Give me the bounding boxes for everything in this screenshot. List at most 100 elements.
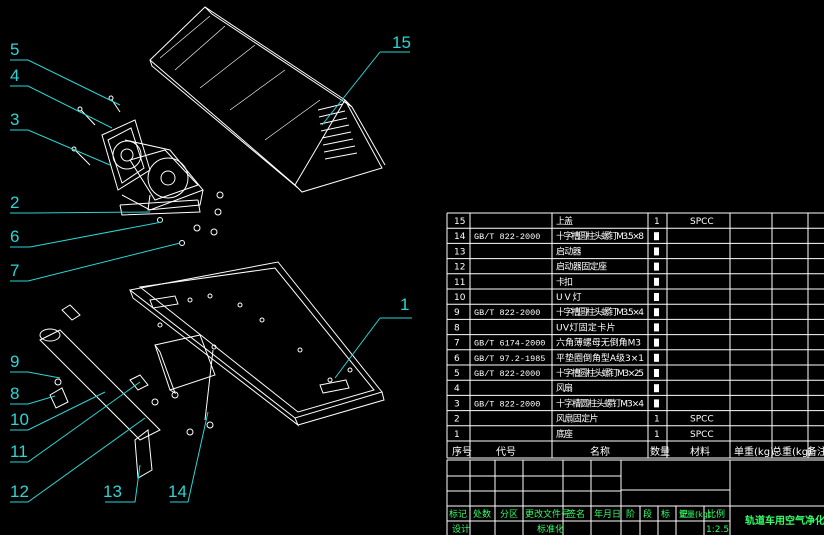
bom-cell-no: 11 bbox=[454, 278, 465, 288]
callout-5: 5 bbox=[10, 40, 19, 59]
bom-qty-marker bbox=[654, 232, 659, 241]
bom-cell-no: 4 bbox=[454, 384, 460, 394]
starter-and-uv-lamp bbox=[39, 304, 217, 479]
bom-cell-name: 十字槽圆柱头螺钉M3.5×8 bbox=[556, 230, 644, 242]
bom-row: 7 GB/T 6174-2000 六角薄螺母无倒角M3 bbox=[454, 337, 659, 349]
bom-cell-no: 15 bbox=[454, 217, 465, 227]
bom-cell-no: 10 bbox=[454, 293, 466, 303]
bom-cell-qty: 1 bbox=[654, 415, 660, 425]
callout-15: 15 bbox=[392, 33, 411, 52]
bom-cell-no: 1 bbox=[454, 430, 460, 440]
bom-cell-no: 2 bbox=[454, 415, 460, 425]
bom-header-material: 材料 bbox=[690, 445, 710, 458]
bom-cell-no: 5 bbox=[454, 369, 460, 379]
bom-cell-name: 平垫圈倒角型A级3×1 bbox=[556, 352, 644, 364]
bom-header-total-mass: 总重(kg) bbox=[772, 445, 812, 458]
bom-cell-name: 上盖 bbox=[556, 215, 573, 227]
bom-cell-name: 十字槽圆柱头螺钉M3×25 bbox=[556, 367, 644, 379]
title-block-stage: 阶 段 标 记 重量(kg) 比例 1:2.5 bbox=[626, 508, 729, 535]
bom-cell-name: 风扇固定片 bbox=[556, 413, 599, 425]
bom-row: 8 UV灯固定卡片 bbox=[454, 321, 659, 333]
callout-2: 2 bbox=[10, 193, 19, 212]
tb-mark: 标记 bbox=[449, 508, 467, 520]
title-block-row1: 标记 处数 分区 更改文件号 签名 年月日 bbox=[449, 508, 621, 520]
bom-qty-marker bbox=[654, 338, 659, 347]
bom-qty-marker bbox=[654, 277, 659, 286]
bom-row: 14 GB/T 822-2000 十字槽圆柱头螺钉M3.5×8 bbox=[454, 230, 659, 242]
bom-qty-marker bbox=[654, 293, 659, 301]
drawing-title: 轨道车用空气净化器 bbox=[745, 514, 824, 527]
callout-1: 1 bbox=[400, 295, 409, 314]
bom-cell-name: 启动器固定座 bbox=[556, 261, 607, 273]
bom-cell-no: 7 bbox=[454, 339, 460, 349]
tb-mass: 重量(kg) bbox=[679, 509, 711, 519]
callout-leaders bbox=[10, 51, 412, 503]
bom-cell-material: SPCC bbox=[690, 415, 714, 425]
bom-row: 5 GB/T 822-2000 十字槽圆柱头螺钉M3×25 bbox=[454, 367, 659, 379]
title-block-row2: 设计 标准化 bbox=[452, 523, 564, 535]
bom-cell-code: GB/T 822-2000 bbox=[474, 399, 540, 409]
callout-10: 10 bbox=[10, 410, 29, 429]
bom-row: 6 GB/T 97.2-1985 平垫圈倒角型A级3×1 bbox=[454, 352, 659, 364]
tb-signature: 签名 bbox=[567, 508, 585, 520]
bom-qty-marker bbox=[654, 369, 659, 377]
tb-change-doc: 更改文件号 bbox=[525, 508, 570, 520]
callout-labels: 15 5 4 3 2 6 7 1 9 8 10 11 12 13 14 bbox=[10, 33, 411, 501]
callout-14: 14 bbox=[168, 482, 187, 501]
bom-cell-name: UV灯 bbox=[556, 292, 582, 303]
bom-cell-no: 14 bbox=[454, 232, 466, 242]
bom-row: 11 卡扣 bbox=[454, 276, 659, 288]
bom-cell-no: 8 bbox=[454, 323, 460, 333]
callout-12: 12 bbox=[10, 482, 29, 501]
callout-4: 4 bbox=[10, 66, 19, 85]
bom-qty-marker bbox=[654, 384, 659, 393]
tb-stage-2: 段 bbox=[643, 508, 652, 520]
tb-count: 处数 bbox=[473, 508, 491, 520]
tb-stage-1: 阶 bbox=[626, 508, 635, 520]
bom-cell-code: GB/T 822-2000 bbox=[474, 369, 540, 379]
title-block: 标记 处数 分区 更改文件号 签名 年月日 设计 标准化 阶 段 标 记 重量(… bbox=[446, 459, 824, 535]
callout-11: 11 bbox=[10, 442, 28, 461]
tb-scale-label: 比例 bbox=[707, 508, 725, 520]
bom-cell-no: 3 bbox=[454, 399, 460, 409]
bom-cell-no: 6 bbox=[454, 354, 460, 364]
bom-header-no: 序号 bbox=[452, 445, 472, 458]
bom-header-code: 代号 bbox=[496, 446, 516, 458]
top-cover-part bbox=[149, 6, 386, 193]
bom-row: 10 UV灯 bbox=[454, 292, 659, 303]
bom-row: 1 底座 1 SPCC bbox=[454, 428, 714, 440]
bom-cell-code: GB/T 822-2000 bbox=[474, 232, 540, 242]
callout-9: 9 bbox=[10, 352, 19, 371]
base-plate-part bbox=[128, 261, 385, 427]
callout-3: 3 bbox=[10, 110, 19, 129]
bom-header-name: 名称 bbox=[590, 445, 610, 458]
bom-cell-name: 六角薄螺母无倒角M3 bbox=[556, 337, 641, 349]
bom-qty-marker bbox=[654, 323, 659, 332]
bom-cell-material: SPCC bbox=[690, 430, 714, 440]
bom-cell-code: GB/T 97.2-1985 bbox=[474, 354, 545, 364]
bom-cell-name: 卡扣 bbox=[556, 276, 573, 288]
tb-design: 设计 bbox=[452, 523, 470, 535]
callout-6: 6 bbox=[10, 227, 19, 246]
bom-cell-no: 9 bbox=[454, 308, 460, 318]
tb-standardization: 标准化 bbox=[537, 523, 564, 535]
tb-date: 年月日 bbox=[594, 508, 621, 520]
bom-cell-name: 启动器 bbox=[556, 245, 582, 257]
bom-cell-code: GB/T 6174-2000 bbox=[474, 339, 545, 349]
bom-header: 序号 代号 名称 数量 材料 单重(kg) 总重(kg) 备注 bbox=[452, 445, 824, 458]
bom-cell-qty: 1 bbox=[654, 430, 660, 440]
bom-cell-name: UV灯固定卡片 bbox=[556, 321, 616, 333]
callout-7: 7 bbox=[10, 261, 19, 280]
bom-qty-marker bbox=[654, 247, 659, 256]
bom-cell-no: 12 bbox=[454, 263, 465, 273]
callout-8: 8 bbox=[10, 384, 19, 403]
bom-cell-name: 底座 bbox=[556, 428, 573, 440]
bom-qty-marker bbox=[654, 308, 659, 317]
